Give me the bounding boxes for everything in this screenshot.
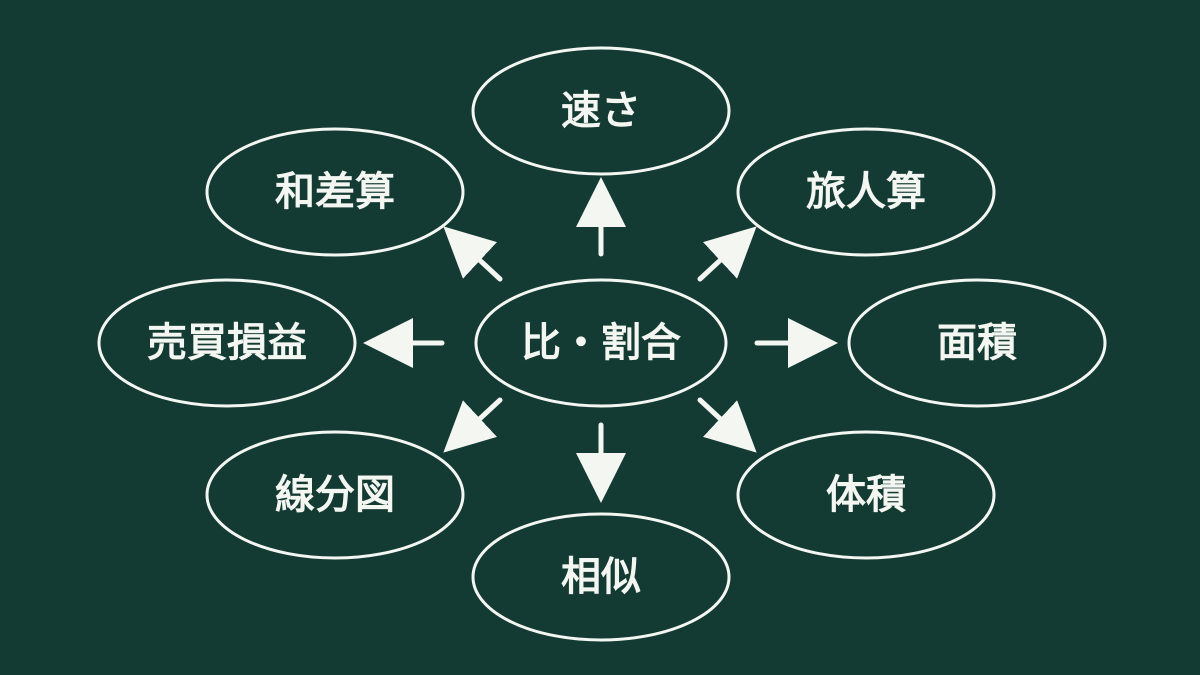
node-area: 面積 <box>847 278 1107 408</box>
node-area-ellipse <box>847 278 1107 408</box>
node-line-diagram-label: 線分図 <box>275 472 395 518</box>
node-profit-loss-ellipse <box>97 278 357 408</box>
node-volume: 体積 <box>736 430 996 560</box>
node-similarity-ellipse <box>471 512 731 642</box>
node-similarity: 相似 <box>471 512 731 642</box>
arrow-center-to-volume <box>697 397 757 453</box>
node-center-ellipse <box>474 278 728 408</box>
node-speed-label: 速さ <box>561 88 641 134</box>
node-line-diagram: 線分図 <box>205 430 465 560</box>
arrow-center-to-tabibito <box>697 226 757 282</box>
node-line-diagram-ellipse <box>205 430 465 560</box>
node-profit-loss: 売買損益 <box>97 278 357 408</box>
node-speed-ellipse <box>471 46 731 176</box>
node-center: 比・割合 <box>474 278 728 408</box>
node-tabibito-label: 旅人算 <box>806 169 926 215</box>
arrow-center-to-line-diagram <box>443 397 503 453</box>
node-volume-ellipse <box>736 430 996 560</box>
node-tabibito: 旅人算 <box>736 127 996 257</box>
node-wasa-ellipse <box>205 127 465 257</box>
node-wasa-label: 和差算 <box>275 169 395 215</box>
node-area-label: 面積 <box>937 320 1017 366</box>
arrow-center-to-wasa <box>443 226 503 282</box>
node-similarity-label: 相似 <box>561 554 641 600</box>
node-tabibito-ellipse <box>736 127 996 257</box>
node-speed: 速さ <box>471 46 731 176</box>
node-wasa: 和差算 <box>205 127 465 257</box>
node-center-label: 比・割合 <box>521 320 681 366</box>
node-profit-loss-label: 売買損益 <box>147 320 307 366</box>
node-volume-label: 体積 <box>826 472 906 518</box>
arrow-layer <box>363 177 838 503</box>
